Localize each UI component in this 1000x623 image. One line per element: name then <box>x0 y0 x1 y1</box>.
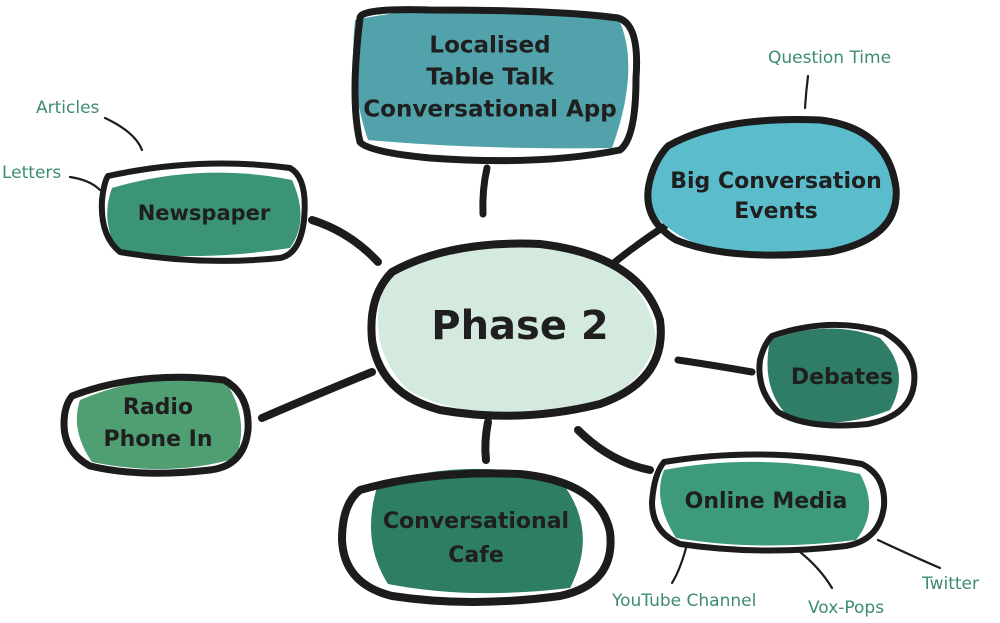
leaf-letters: Letters <box>2 163 61 183</box>
node-events: Big Conversation Events <box>644 116 900 259</box>
node-cafe-label-2: Cafe <box>448 543 503 568</box>
node-app: Localised Table Talk Conversational App <box>351 6 641 165</box>
node-events-label-1: Big Conversation <box>670 169 882 194</box>
center-label: Phase 2 <box>431 303 608 349</box>
leaf-line-voxpops <box>798 550 834 590</box>
leaf-youtube: YouTube Channel <box>611 591 756 611</box>
leaf-twitter: Twitter <box>921 574 979 594</box>
node-newspaper-fill <box>107 172 301 257</box>
center-outline <box>367 239 665 420</box>
node-online: Online Media <box>649 451 888 554</box>
leaf-question-time: Question Time <box>768 48 891 68</box>
leaf-connectors <box>68 74 942 590</box>
node-newspaper-outline <box>98 160 308 264</box>
connector-online <box>574 426 654 474</box>
leaf-line-question-time <box>803 74 810 110</box>
node-newspaper: Newspaper <box>98 160 308 264</box>
connectors <box>258 164 756 474</box>
connector-debates <box>674 356 756 376</box>
leaf-labels: Articles Letters Question Time YouTube C… <box>2 48 979 618</box>
node-debates-outline <box>756 321 918 429</box>
node-online-label: Online Media <box>685 489 848 514</box>
leaf-line-twitter <box>876 538 942 570</box>
node-debates: Debates <box>756 321 918 429</box>
node-newspaper-label: Newspaper <box>138 201 271 225</box>
node-debates-fill <box>767 328 899 423</box>
node-online-outline <box>649 451 888 554</box>
connector-newspaper <box>308 216 382 266</box>
connector-radio <box>258 368 376 422</box>
leaf-line-letters <box>68 175 102 192</box>
connector-cafe <box>481 418 492 464</box>
connector-app <box>479 164 491 218</box>
node-online-fill <box>660 461 870 546</box>
leaf-line-youtube <box>670 546 688 585</box>
node-radio-fill <box>76 378 242 470</box>
node-radio: Radio Phone In <box>60 373 252 477</box>
leaf-line-articles <box>103 116 144 152</box>
node-app-label-1: Localised <box>429 33 550 59</box>
node-radio-label-2: Phone In <box>104 427 213 452</box>
center-fill <box>377 243 656 415</box>
center-node: Phase 2 <box>367 239 665 420</box>
node-cafe-fill <box>370 468 583 594</box>
node-radio-label-1: Radio <box>123 395 193 420</box>
connector-events <box>611 222 669 266</box>
node-cafe-label-1: Conversational <box>383 509 569 534</box>
node-events-fill <box>650 116 893 258</box>
node-radio-outline <box>60 373 252 477</box>
node-app-outline <box>351 6 641 165</box>
node-events-label-2: Events <box>734 199 818 224</box>
node-app-fill <box>353 7 629 149</box>
node-app-label-3: Conversational App <box>363 97 616 123</box>
leaf-voxpops: Vox-Pops <box>808 598 884 618</box>
node-debates-label: Debates <box>791 365 893 390</box>
node-events-outline <box>644 116 900 259</box>
node-cafe: Conversational Cafe <box>338 468 615 606</box>
leaf-articles: Articles <box>36 98 100 118</box>
node-cafe-outline <box>338 469 615 606</box>
node-app-label-2: Table Talk <box>426 65 554 91</box>
